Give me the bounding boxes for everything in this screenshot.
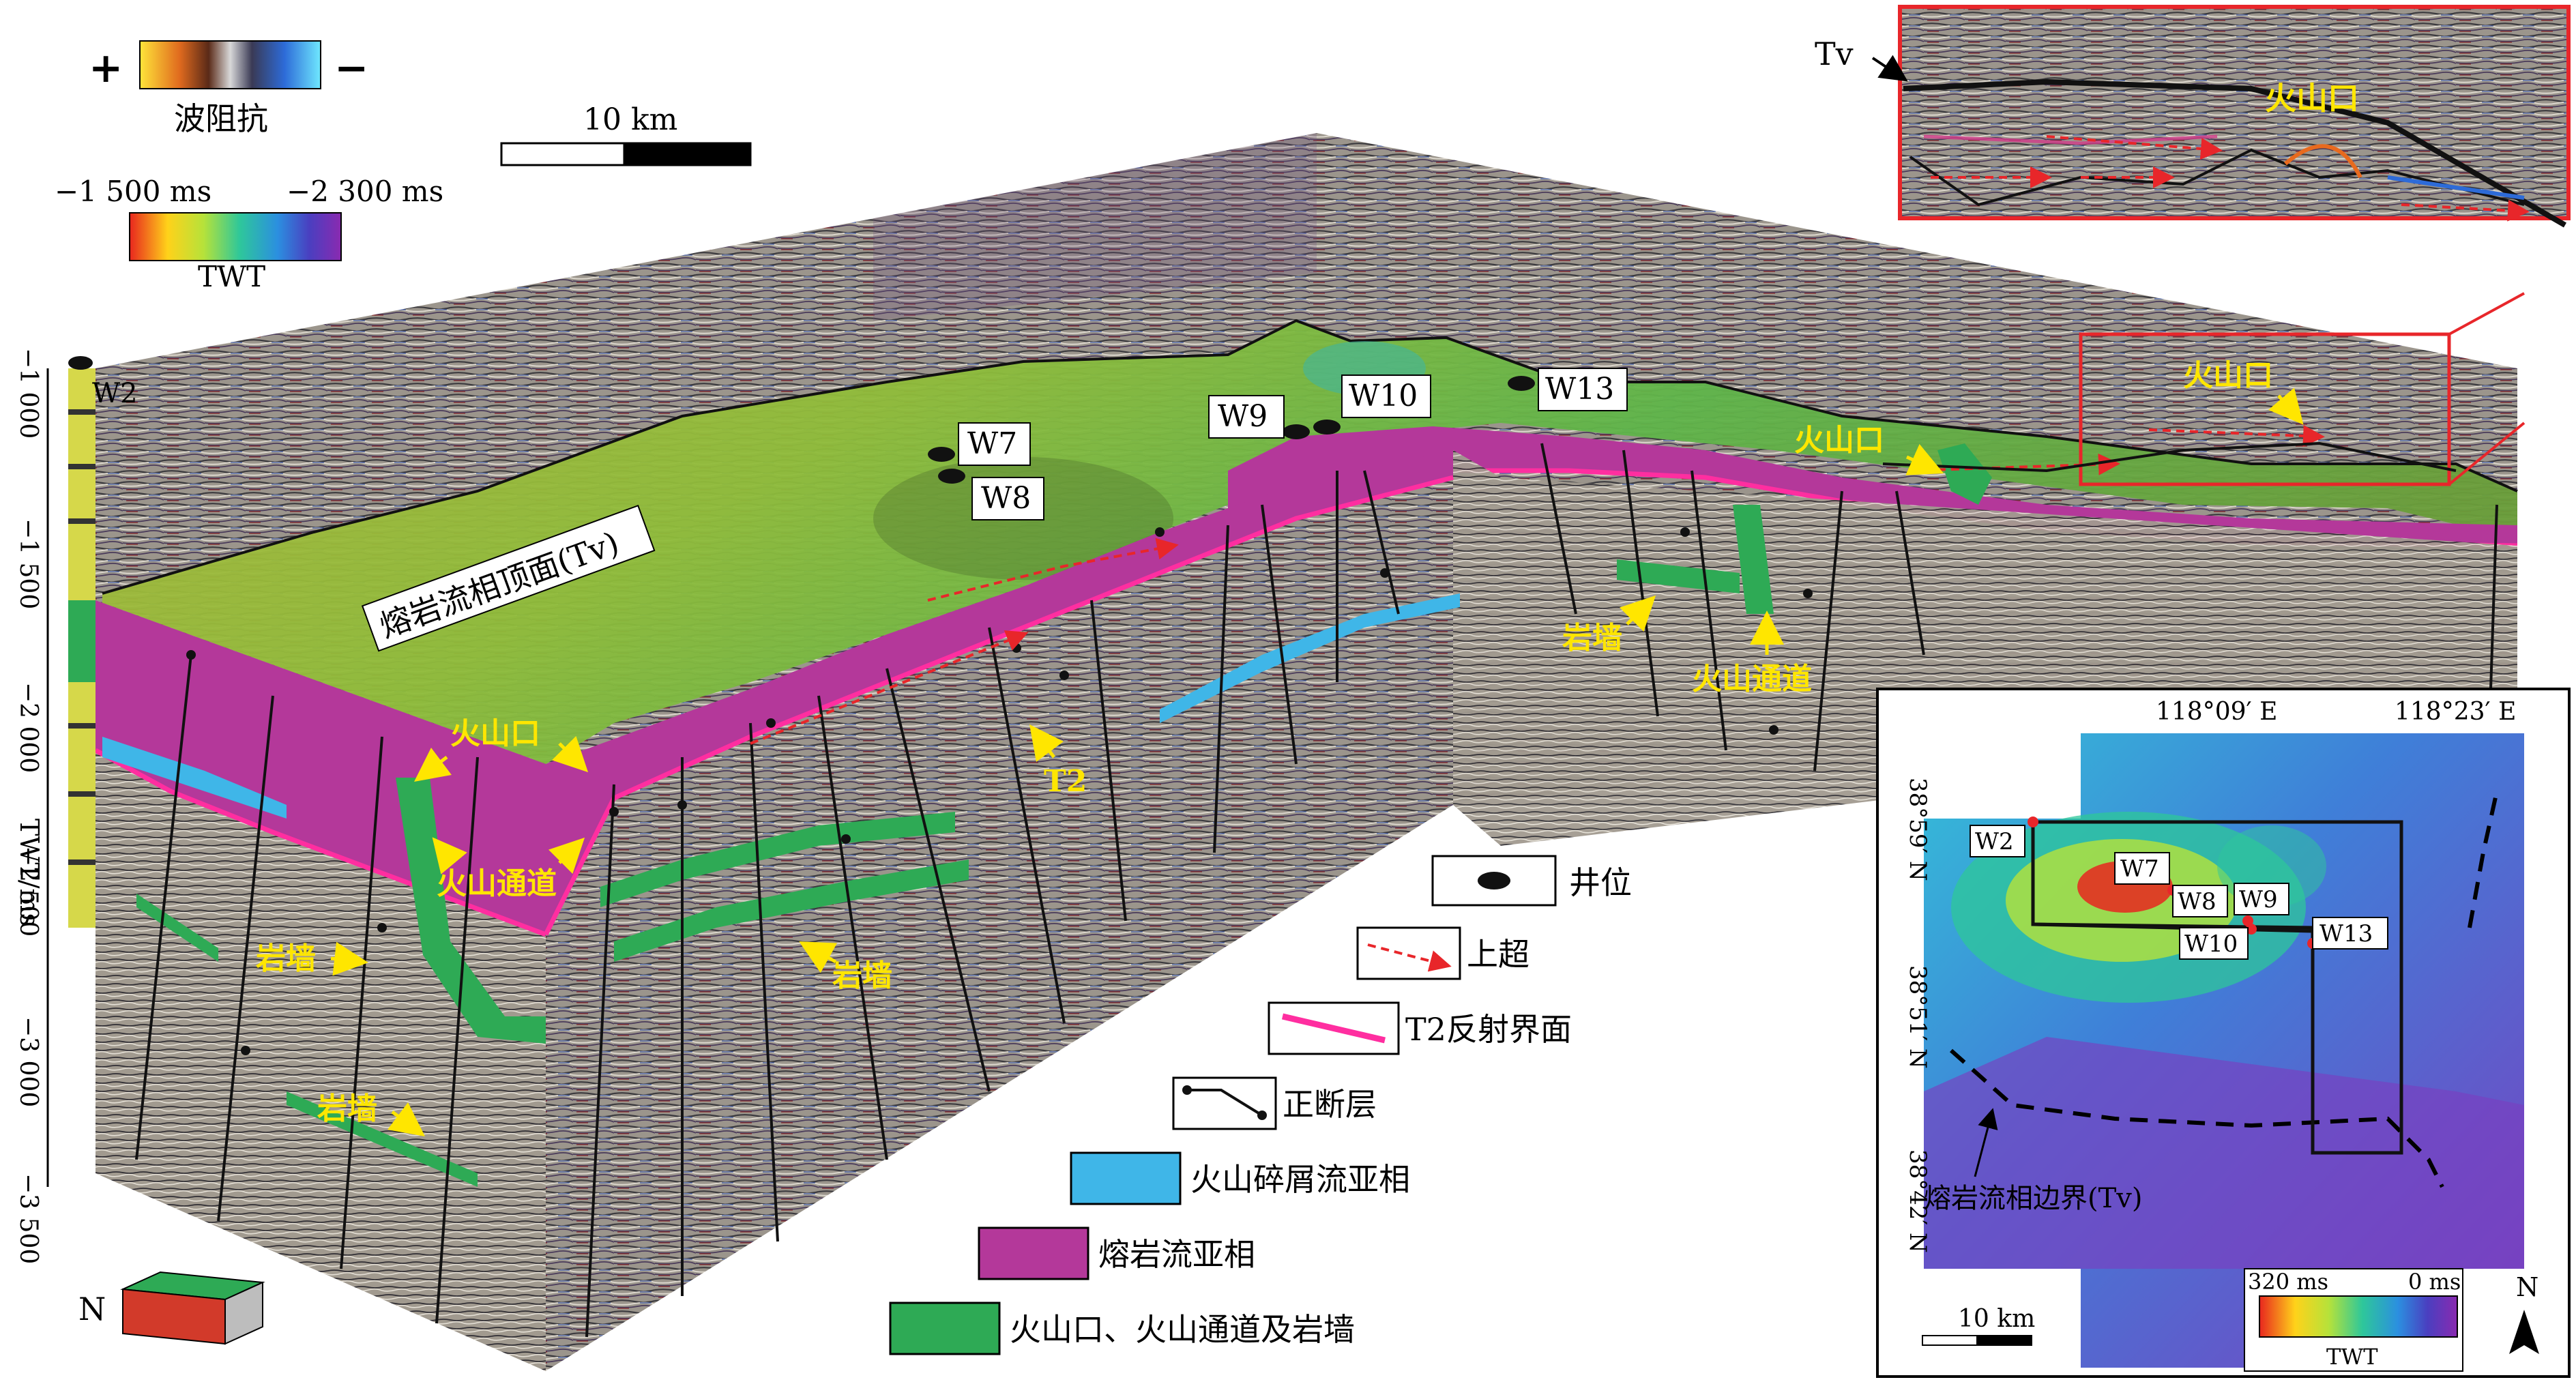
svg-text:火山口: 火山口 (1794, 423, 1884, 458)
svg-text:10 km: 10 km (583, 102, 677, 137)
svg-text:上超: 上超 (1467, 936, 1530, 973)
svg-text:岩墙: 岩墙 (832, 958, 892, 993)
back-face-shade (873, 133, 1317, 321)
svg-text:火山通道: 火山通道 (1692, 662, 1812, 696)
w2-label: W2 (92, 378, 138, 409)
svg-text:10 km: 10 km (1958, 1305, 2035, 1333)
svg-text:TWT: TWT (2326, 1344, 2378, 1370)
svg-text:W10: W10 (1349, 379, 1418, 413)
conduit-right (1733, 505, 1774, 614)
dike-left-2 (287, 1091, 478, 1187)
tv-horizon-inbox (1882, 441, 2457, 473)
yellow-annotations: 火山口 火山通道 岩墙 岩墙 岩墙 T2 岩墙 火山通道 火山口 火山口 (256, 358, 2304, 1136)
svg-text:W9: W9 (1218, 399, 1268, 434)
svg-text:熔岩流亚相: 熔岩流亚相 (1098, 1236, 1255, 1273)
svg-text:W9: W9 (2239, 886, 2278, 913)
svg-text:正断层: 正断层 (1283, 1086, 1377, 1123)
svg-text:井位: 井位 (1569, 864, 1632, 901)
lava-layer-front-right (546, 450, 1453, 935)
seismic-inset: 火山口 (1898, 5, 2571, 228)
svg-text:火山口、火山通道及岩墙: 火山口、火山通道及岩墙 (1010, 1311, 1355, 1348)
normal-faults (135, 443, 2498, 1338)
svg-text:38°59′ N: 38°59′ N (1904, 778, 1931, 881)
svg-text:W7: W7 (967, 426, 1017, 461)
svg-text:TWT: TWT (198, 260, 265, 293)
legend: 井位 上超 T2反射界面 正断层 火山碎屑流亚相 熔岩流亚相 火山口、火山通道及… (889, 855, 1632, 1355)
svg-text:岩墙: 岩墙 (317, 1091, 377, 1126)
svg-text:−1 500: −1 500 (14, 518, 42, 609)
svg-text:W13: W13 (2319, 920, 2373, 947)
svg-text:−2 300 ms: −2 300 ms (287, 175, 443, 208)
svg-text:118°23′ E: 118°23′ E (2395, 698, 2516, 726)
dike-right (1617, 559, 1740, 593)
svg-text:火山碎屑流亚相: 火山碎屑流亚相 (1190, 1161, 1410, 1198)
w2-well-marker (68, 356, 93, 370)
svg-text:−1 000: −1 000 (14, 348, 42, 439)
svg-text:W8: W8 (981, 481, 1031, 516)
svg-text:火山口: 火山口 (2183, 358, 2273, 393)
surface-wells (928, 376, 1535, 484)
svg-text:火山通道: 火山通道 (437, 866, 557, 901)
dike-left-1 (136, 894, 218, 962)
svg-text:岩墙: 岩墙 (1562, 621, 1622, 656)
w2-log-marks (68, 409, 96, 865)
crater-right (1937, 443, 1992, 505)
tv-surface-top-line (102, 319, 2518, 595)
surface-well-labels: W7 W8 W9 W10 W13 (958, 368, 1628, 520)
inset-map: W2 W7 W8 W9 W10 W13 118°09′ E 118°23′ E … (1876, 688, 2571, 1378)
main-scale-bar: 10 km (500, 102, 752, 166)
pyroclastic-band-left (102, 737, 287, 819)
svg-text:320 ms: 320 ms (2248, 1269, 2328, 1295)
svg-text:火山口: 火山口 (2265, 80, 2359, 117)
callout-line-2 (2448, 422, 2526, 486)
t2-horizon-front-right (543, 475, 1454, 936)
svg-text:W8: W8 (2178, 888, 2216, 915)
twt-axis-label: TWT/ms (14, 819, 44, 926)
svg-text:118°09′ E: 118°09′ E (2156, 698, 2277, 726)
svg-text:+: + (89, 44, 123, 92)
twt-colorbar: −1 500 ms −2 300 ms TWT (55, 175, 443, 293)
svg-text:W13: W13 (1545, 372, 1614, 407)
svg-text:W2: W2 (1975, 828, 2014, 855)
svg-text:波阻抗: 波阻抗 (174, 100, 268, 137)
callout-line-1 (2448, 292, 2525, 336)
pyroclastic-band-right (1160, 593, 1460, 723)
crater-highlight-box (2079, 332, 2451, 486)
svg-text:N: N (2516, 1272, 2538, 1302)
svg-text:T2: T2 (1044, 764, 1087, 799)
svg-text:W10: W10 (2184, 930, 2238, 958)
svg-text:−2 500: −2 500 (14, 846, 42, 937)
svg-text:−1 500 ms: −1 500 ms (55, 175, 211, 208)
tv-surface (102, 321, 2517, 764)
twt-axis-ticks: −1 000 −1 500 −2 000 −2 500 −3 000 −3 50… (14, 348, 42, 1264)
svg-text:−: − (334, 44, 368, 92)
svg-text:−3 500: −3 500 (14, 1173, 42, 1264)
svg-text:W7: W7 (2120, 855, 2159, 883)
svg-text:N: N (78, 1291, 106, 1327)
tv-label: Tv (1815, 35, 1854, 72)
dike-band-1 (600, 812, 955, 907)
svg-text:0 ms: 0 ms (2408, 1269, 2461, 1295)
svg-text:38°51′ N: 38°51′ N (1904, 965, 1931, 1069)
lava-layer-right (1228, 426, 2517, 546)
svg-text:熔岩流相边界(Tv): 熔岩流相边界(Tv) (1924, 1183, 2143, 1214)
w2-log-green (68, 600, 96, 682)
svg-text:岩墙: 岩墙 (256, 941, 316, 976)
north-block-icon: N (78, 1271, 265, 1345)
svg-text:38°42′ N: 38°42′ N (1904, 1149, 1931, 1253)
svg-text:−2 000: −2 000 (14, 682, 42, 773)
svg-text:火山口: 火山口 (450, 716, 540, 751)
svg-text:−3 000: −3 000 (14, 1016, 42, 1107)
svg-text:T2反射界面: T2反射界面 (1405, 1011, 1572, 1048)
dike-band-2 (614, 859, 969, 962)
impedance-scale: + − 波阻抗 (89, 40, 368, 137)
tv-arrow (1871, 55, 1908, 82)
